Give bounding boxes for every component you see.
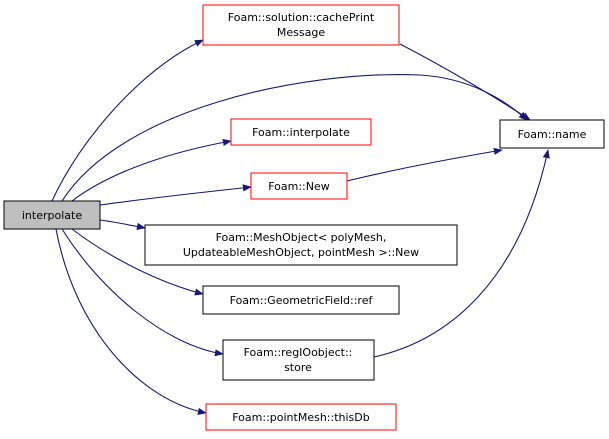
edge-new-to-name: [346, 147, 503, 182]
edge-cache-print-message-to-name: [399, 43, 531, 121]
edge-root-to-meshobject-new: [99, 219, 146, 230]
node-cache-print-message[interactable]: Foam::solution::cachePrint Message: [202, 4, 400, 46]
node-interpolate-fn[interactable]: Foam::interpolate: [230, 118, 372, 146]
edge-root-to-new: [99, 184, 252, 206]
edges: [51, 39, 550, 415]
node-cache-print-message-label-line2: Message: [277, 26, 325, 39]
node-new-fn-label: Foam::New: [268, 180, 330, 193]
node-pointmesh-thisdb-label: Foam::pointMesh::thisDb: [232, 411, 370, 424]
node-new-fn[interactable]: Foam::New: [250, 172, 348, 200]
edge-root-to-pointmesh-thisdb: [55, 228, 207, 415]
node-regioobject-store-label-line2: store: [284, 361, 312, 374]
node-meshobject-new-label-line2: UpdateableMeshObject, pointMesh >::New: [183, 246, 419, 259]
node-geometricfield-ref[interactable]: Foam::GeometricField::ref: [202, 285, 400, 315]
edge-root-to-cache-print-message: [51, 39, 204, 202]
node-pointmesh-thisdb[interactable]: Foam::pointMesh::thisDb: [205, 403, 397, 431]
node-interpolate-fn-label: Foam::interpolate: [252, 126, 350, 139]
edge-root-to-geometricfield-ref: [71, 228, 204, 296]
node-regioobject-store[interactable]: Foam::regIOobject:: store: [222, 339, 375, 381]
node-regioobject-store-label-line1: Foam::regIOobject::: [244, 346, 353, 359]
node-cache-print-message-label-line1: Foam::solution::cachePrint: [228, 11, 375, 24]
edge-root-to-regioobject-store: [61, 228, 224, 357]
node-geometricfield-ref-label: Foam::GeometricField::ref: [230, 294, 374, 307]
node-meshobject-new[interactable]: Foam::MeshObject< polyMesh, UpdateableMe…: [144, 224, 458, 266]
node-root[interactable]: interpolate: [3, 200, 101, 230]
node-name-fn[interactable]: Foam::name: [499, 119, 605, 149]
node-root-label: interpolate: [22, 209, 82, 222]
edge-regioobject-store-to-name: [373, 149, 550, 358]
node-name-fn-label: Foam::name: [518, 128, 587, 141]
node-meshobject-new-label-line1: Foam::MeshObject< polyMesh,: [216, 231, 387, 244]
edge-root-to-interpolate: [71, 138, 232, 202]
